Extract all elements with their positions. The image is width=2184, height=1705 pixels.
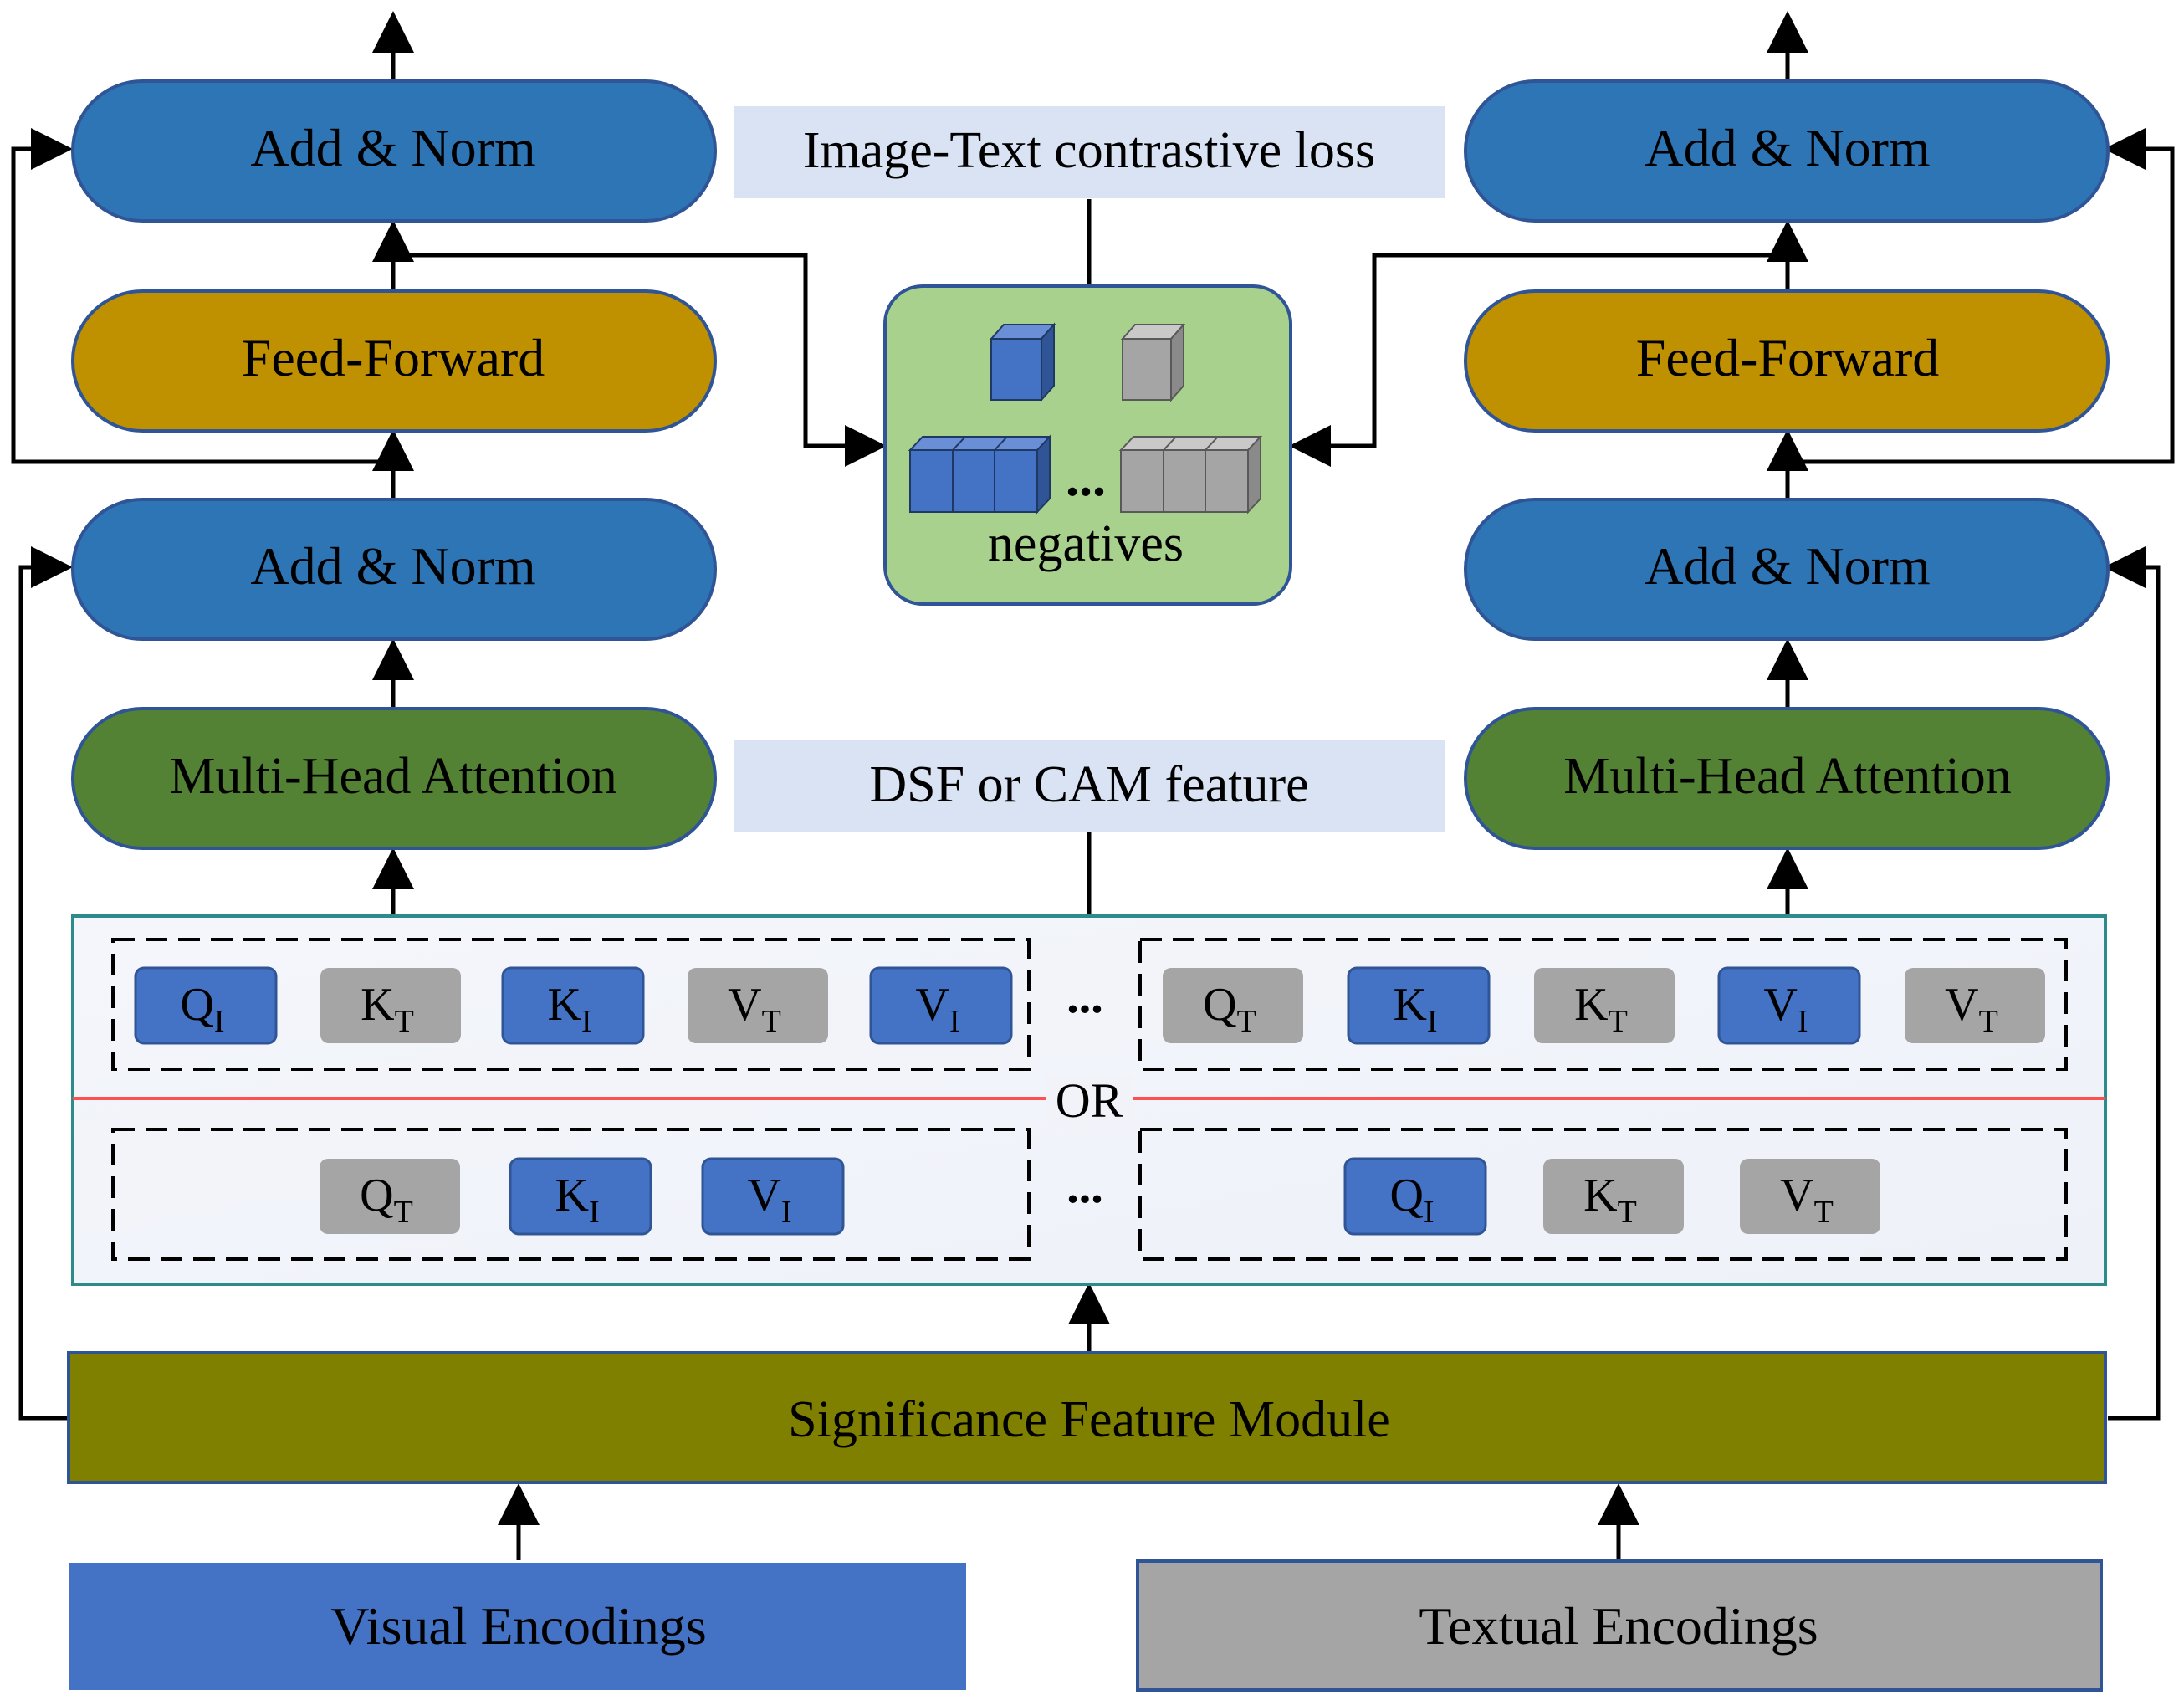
qkv-tokens: QI KT KI VT VI QT KI KT VI VT QT KI VI QI KT VT: [134, 966, 2045, 1236]
left-add-norm-top-label: Add & Norm: [250, 118, 535, 177]
left-feed-forward: Feed-Forward: [71, 289, 717, 433]
qkv-token-v-t: VT: [1740, 1159, 1880, 1234]
qkv-token-v-i: VI: [701, 1157, 845, 1236]
qkv-token-k-t: KT: [1543, 1159, 1684, 1234]
text-cube-icon: [1120, 322, 1186, 402]
right-multi-head-attention-label: Multi-Head Attention: [1563, 748, 2012, 805]
left-add-norm-bottom: Add & Norm: [71, 498, 717, 641]
qkv-token-label: VT: [1945, 979, 1998, 1039]
significance-feature-module: Significance Feature Module: [67, 1351, 2107, 1484]
qkv-token-label: QT: [1203, 979, 1256, 1039]
qkv-token-label: VI: [915, 979, 959, 1039]
left-add-norm-bottom-label: Add & Norm: [250, 536, 535, 596]
qkv-token-k-t: KT: [320, 968, 461, 1043]
qkv-token-label: VI: [1763, 979, 1808, 1039]
qkv-token-v-i: VI: [869, 966, 1013, 1045]
qkv-token-q-i: QI: [134, 966, 278, 1045]
contrastive-loss-label: Image-Text contrastive loss: [803, 122, 1375, 179]
qkv-token-label: KT: [1574, 979, 1628, 1039]
qkv-token-k-i: KI: [509, 1157, 652, 1236]
qkv-token-v-i: VI: [1717, 966, 1861, 1045]
negatives-box: ... negatives: [883, 284, 1292, 606]
right-feed-forward: Feed-Forward: [1464, 289, 2110, 433]
left-encoder: Add & Norm Feed-Forward Add & Norm Multi…: [71, 79, 717, 850]
negatives-ellipsis: ...: [1066, 448, 1106, 507]
qkv-token-q-i: QI: [1343, 1157, 1487, 1236]
qkv-token-label: QT: [360, 1170, 413, 1230]
text-negatives-icon: [1118, 434, 1263, 515]
dsf-label-box: DSF or CAM feature: [734, 740, 1445, 832]
right-multi-head-attention: Multi-Head Attention: [1464, 707, 2110, 850]
qkv-token-label: QI: [180, 979, 224, 1039]
left-add-norm-top: Add & Norm: [71, 79, 717, 223]
qkv-ellipsis-bottom: ...: [1066, 1159, 1103, 1213]
image-cube-icon: [989, 322, 1056, 402]
qkv-token-label: VT: [1780, 1170, 1834, 1230]
qkv-token-label: KT: [361, 979, 414, 1039]
right-add-norm-bottom-label: Add & Norm: [1644, 536, 1930, 596]
qkv-group-row1-left: [111, 938, 1031, 1071]
qkv-token-k-t: KT: [1534, 968, 1675, 1043]
qkv-token-k-i: KI: [1347, 966, 1491, 1045]
qkv-token-label: KI: [1393, 979, 1437, 1039]
right-feed-forward-label: Feed-Forward: [1636, 328, 1940, 387]
qkv-token-label: VT: [728, 979, 781, 1039]
right-encoder: Add & Norm Feed-Forward Add & Norm Multi…: [1464, 79, 2110, 850]
left-multi-head-attention: Multi-Head Attention: [71, 707, 717, 850]
image-negatives-icon: [908, 434, 1052, 515]
left-feed-forward-label: Feed-Forward: [242, 328, 545, 387]
textual-encodings: Textual Encodings: [1136, 1559, 2103, 1692]
right-add-norm-bottom: Add & Norm: [1464, 498, 2110, 641]
qkv-panel: OR ... ... QI KT KI VT VI QT KI KT VI VT QT KI VI QI K…: [71, 914, 2107, 1286]
significance-module-label: Significance Feature Module: [788, 1391, 1390, 1448]
qkv-group-row1-right: [1138, 938, 2068, 1071]
qkv-token-v-t: VT: [688, 968, 828, 1043]
connectors: [11, 11, 2175, 1560]
right-add-norm-top-label: Add & Norm: [1644, 118, 1930, 177]
qkv-token-label: KT: [1583, 1170, 1637, 1230]
negatives-label: negatives: [988, 515, 1184, 572]
qkv-token-q-t: QT: [1163, 968, 1303, 1043]
qkv-ellipsis-top: ...: [1066, 969, 1103, 1023]
qkv-token-label: QI: [1389, 1170, 1434, 1230]
qkv-group-row2-right: [1138, 1128, 2068, 1261]
qkv-token-label: KI: [547, 979, 591, 1039]
visual-encodings-label: Visual Encodings: [330, 1596, 706, 1656]
qkv-token-v-t: VT: [1905, 968, 2045, 1043]
right-add-norm-top: Add & Norm: [1464, 79, 2110, 223]
contrastive-loss-box: Image-Text contrastive loss: [734, 106, 1445, 198]
left-multi-head-attention-label: Multi-Head Attention: [169, 748, 617, 805]
or-label: OR: [1056, 1073, 1123, 1128]
qkv-token-q-t: QT: [320, 1159, 460, 1234]
dsf-label: DSF or CAM feature: [869, 756, 1308, 813]
visual-encodings: Visual Encodings: [69, 1563, 966, 1690]
textual-encodings-label: Textual Encodings: [1419, 1596, 1818, 1656]
qkv-group-row2-left: [111, 1128, 1031, 1261]
qkv-token-label: VI: [747, 1170, 791, 1230]
qkv-token-label: KI: [555, 1170, 599, 1230]
qkv-token-k-i: KI: [501, 966, 645, 1045]
